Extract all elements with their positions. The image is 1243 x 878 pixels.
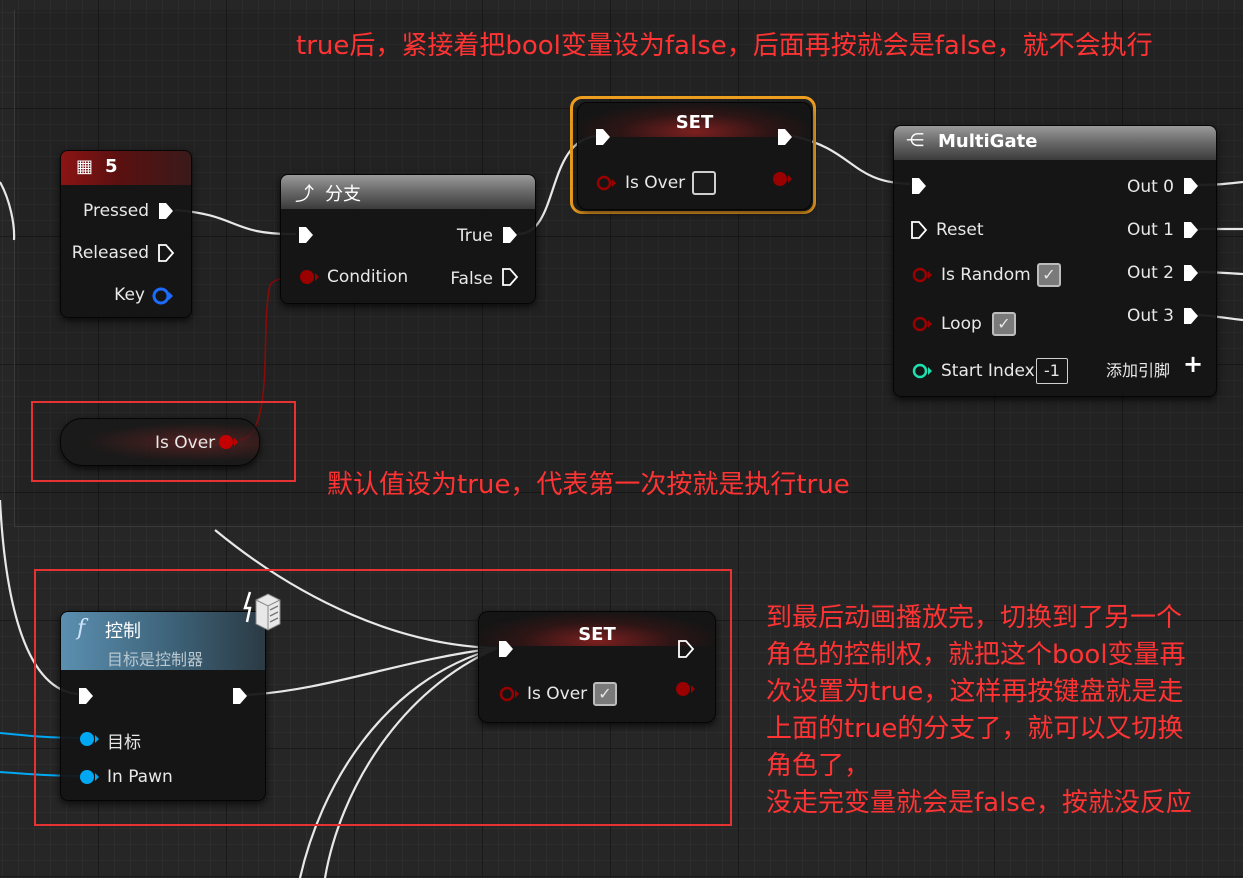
bottom-highlight-box [34,569,732,826]
node-title: 5 [105,156,118,177]
reset-exec-pin[interactable] [910,220,928,240]
out-2-label: Out 2 [1126,263,1174,283]
possess-node[interactable]: f 控制 目标是控制器 目标 In Pawn [60,611,266,801]
is-over-bool-in-pin[interactable] [594,173,618,193]
wire-bottom-b[interactable] [323,646,498,878]
branch-node[interactable]: ⤴ 分支 True Condition False [280,174,536,304]
annotation-right-line-4: 上面的true的分支了，就可以又切换 [766,714,1184,744]
node-title: MultiGate [938,131,1038,152]
function-icon: f [77,616,86,641]
set-node-top-selection [570,96,816,214]
set-node-top[interactable]: SET Is Over [577,102,812,210]
key-struct-pin[interactable] [151,286,175,306]
out-2-exec-pin[interactable] [1182,263,1200,283]
wire-possess-set[interactable] [245,646,498,697]
node-header [61,612,265,670]
node-subtitle: 目标是控制器 [107,650,204,669]
node-title: 分支 [325,184,361,205]
node-title: SET [675,112,714,133]
is-random-label: Is Random [941,265,1031,285]
is-over-label: Is Over [625,173,686,193]
wire-left-in[interactable] [0,181,16,241]
getter-bool-out-pin[interactable] [216,432,240,452]
loop-label: Loop [941,314,982,334]
true-exec-pin[interactable] [501,225,519,245]
in-pawn-object-pin[interactable] [77,767,101,787]
set-exec-out-pin[interactable] [776,127,794,147]
false-exec-pin[interactable] [501,267,519,287]
set-exec-in-pin[interactable] [594,127,612,147]
set-exec-in-pin[interactable] [497,639,515,659]
out-3-label: Out 3 [1126,306,1174,326]
key-label: Key [114,285,145,305]
multigate-exec-in-pin[interactable] [910,176,928,196]
annotation-top: true后，紧接着把bool变量设为false，后面再按就会是false，就不会… [296,31,1153,61]
add-pin-label[interactable]: 添加引脚 [1105,361,1170,380]
loop-checkbox[interactable]: ✓ [992,312,1016,336]
target-label: 目标 [107,733,141,753]
node-header [61,151,191,185]
node-title: 控制 [105,621,141,642]
pressed-label: Pressed [83,201,149,221]
multigate-node[interactable]: ⋲ MultiGate Reset Is Random ✓ Loop ✓ Sta… [893,125,1217,397]
getter-highlight-box [31,401,296,482]
released-exec-pin[interactable] [157,243,175,263]
wire-top-set[interactable] [214,529,498,650]
out-0-exec-pin[interactable] [1182,176,1200,196]
is-random-checkbox[interactable]: ✓ [1037,263,1061,287]
node-header [578,103,811,137]
server-only-icon [243,591,281,631]
node-header [281,175,535,209]
annotation-right-line-2: 角色的控制权，就把这个bool变量再 [766,640,1186,670]
is-over-getter-node[interactable]: Is Over [60,418,260,466]
is-random-bool-pin[interactable] [910,265,934,285]
in-pawn-label: In Pawn [107,767,173,787]
target-object-pin[interactable] [77,729,101,749]
reset-label: Reset [936,220,984,240]
condition-bool-pin[interactable] [297,267,321,287]
keyboard-icon: ▦ [76,156,94,177]
out-1-exec-pin[interactable] [1182,220,1200,240]
is-over-bool-in-pin[interactable] [497,684,521,704]
node-header [479,612,715,646]
start-index-input[interactable]: -1 [1036,358,1068,384]
node-header [894,126,1216,160]
wire-pressed-branch[interactable] [174,208,297,236]
start-index-int-pin[interactable] [910,361,934,381]
loop-bool-pin[interactable] [910,314,934,334]
set-node-bottom[interactable]: SET Is Over ✓ [478,611,716,723]
annotation-right-line-3: 次设置为true，这样再按键盘就是走 [766,677,1184,707]
condition-label: Condition [327,267,409,287]
pressed-exec-pin[interactable] [157,201,175,221]
is-over-checkbox[interactable]: ✓ [593,682,617,706]
branch-exec-in-pin[interactable] [297,225,315,245]
possess-exec-out-pin[interactable] [231,686,249,706]
wire-left-exec[interactable] [0,499,79,696]
out-1-label: Out 1 [1126,220,1174,240]
possess-exec-in-pin[interactable] [77,686,95,706]
is-over-bool-out-pin[interactable] [770,169,794,189]
out-0-label: Out 0 [1126,177,1174,197]
wire-bottom-a[interactable] [298,646,498,878]
start-index-label: Start Index [941,361,1035,381]
is-over-checkbox[interactable] [692,171,716,195]
annotation-middle: 默认值设为true，代表第一次按就是执行true [327,470,850,500]
getter-label: Is Over [155,433,216,453]
node-title: SET [578,624,616,645]
set-exec-out-pin[interactable] [677,639,695,659]
is-over-label: Is Over [527,684,588,704]
true-label: True [456,226,493,246]
key-5-node[interactable]: ▦ 5 Pressed Released Key [60,150,192,318]
annotation-right-line-5: 角色了， [766,751,871,781]
annotation-right: 到最后动画播放完，切换到了另一个 角色的控制权，就把这个bool变量再 次设置为… [766,600,1236,822]
out-3-exec-pin[interactable] [1182,306,1200,326]
released-label: Released [71,243,149,263]
plus-icon[interactable]: + [1183,350,1204,378]
annotation-right-line-6: 没走完变量就会是false，按就没反应 [766,788,1192,818]
annotation-right-line-1: 到最后动画播放完，切换到了另一个 [766,603,1183,633]
branch-icon: ⤴ [295,183,315,205]
false-label: False [450,269,493,289]
multigate-icon: ⋲ [906,130,924,151]
is-over-bool-out-pin[interactable] [673,679,697,699]
